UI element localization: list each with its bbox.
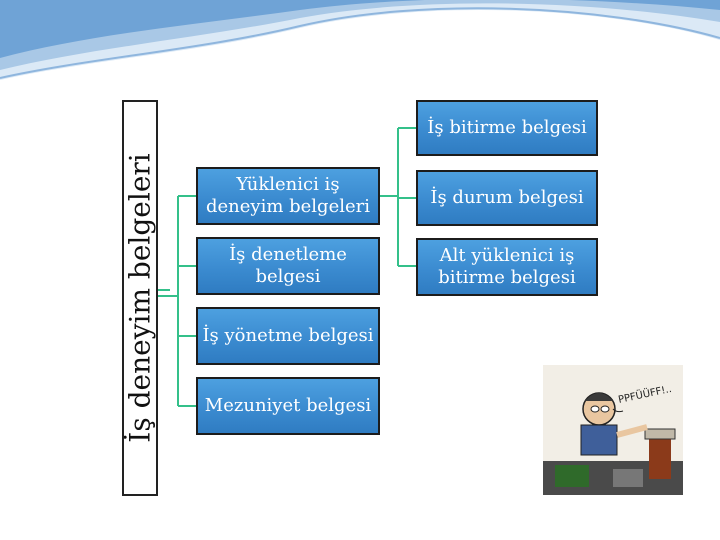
- root-node: İş deneyim belgeleri: [122, 100, 158, 496]
- node-label: İş bitirme belgesi: [427, 117, 587, 138]
- node-label: İş yönetme belgesi: [202, 325, 374, 346]
- node-label: Alt yüklenici iş bitirme belgesi: [438, 245, 576, 288]
- node-label: İş denetleme belgesi: [229, 244, 347, 287]
- node-alt-yuklenici-is-bitirme: Alt yüklenici iş bitirme belgesi: [416, 238, 598, 296]
- cartoon-illustration: PPFÜÜFF!..: [543, 365, 683, 495]
- node-label: İş durum belgesi: [430, 187, 584, 208]
- node-mezuniyet: Mezuniyet belgesi: [196, 377, 380, 435]
- header-wave-decoration: [0, 0, 720, 80]
- node-is-denetleme: İş denetleme belgesi: [196, 237, 380, 295]
- root-node-label: İş deneyim belgeleri: [123, 153, 157, 443]
- node-is-yonetme: İş yönetme belgesi: [196, 307, 380, 365]
- node-label: Yüklenici iş deneyim belgeleri: [205, 174, 370, 217]
- node-label: Mezuniyet belgesi: [204, 395, 372, 416]
- node-is-durum: İş durum belgesi: [416, 170, 598, 226]
- node-yuklenici-is-deneyim: Yüklenici iş deneyim belgeleri: [196, 167, 380, 225]
- node-is-bitirme: İş bitirme belgesi: [416, 100, 598, 156]
